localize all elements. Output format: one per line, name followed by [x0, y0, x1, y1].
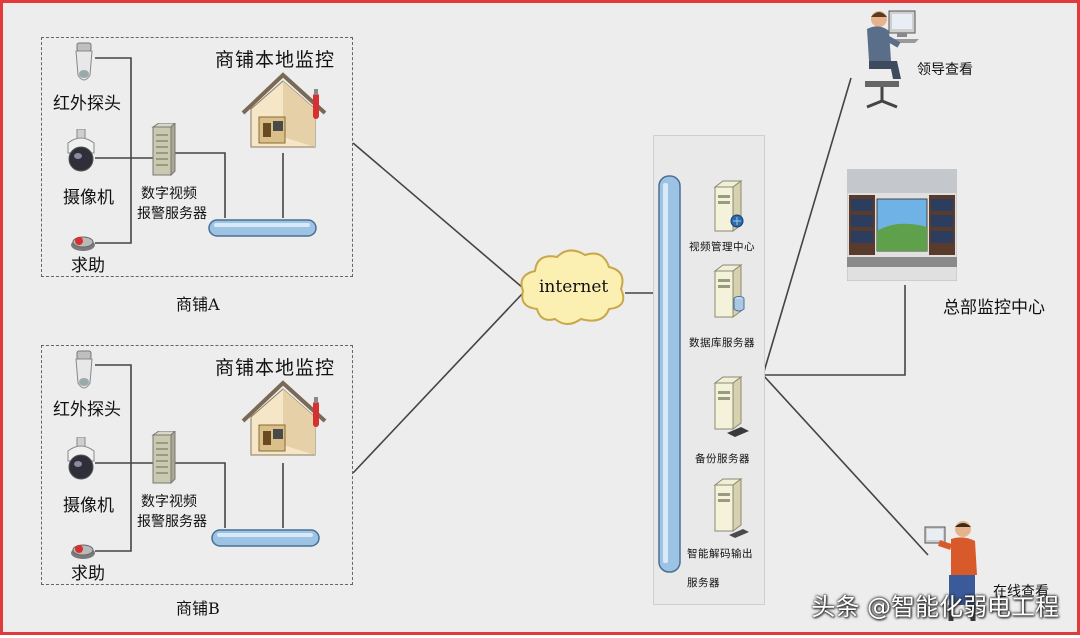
shop-a-house-icon — [241, 71, 327, 151]
mobile-viewer-person-icon — [921, 517, 985, 623]
decoder-server-icon — [711, 477, 751, 541]
center-backbone-bus-icon — [657, 175, 683, 575]
shop-b-infrared-sensor-icon — [71, 349, 97, 395]
internet-label: internet — [539, 277, 609, 297]
internet-cloud-icon — [515, 243, 629, 329]
shop-a-dvr-server-icon — [151, 123, 177, 177]
shop-b-house-icon — [241, 379, 327, 459]
video-mgmt-server-icon — [711, 179, 747, 233]
shop-a-title: 商铺本地监控 — [215, 49, 336, 71]
shop-b-infrared-label: 红外探头 — [53, 400, 121, 420]
shop-b-title: 商铺本地监控 — [215, 357, 336, 379]
watermark: 头条 @智能化弱电工程 — [811, 593, 1059, 621]
shop-a-camera-icon — [65, 129, 97, 175]
database-server-icon — [711, 263, 747, 321]
shop-a-server-label-1: 数字视频 — [141, 186, 197, 202]
shop-b-zone — [41, 345, 353, 585]
database-label: 数据库服务器 — [689, 337, 755, 349]
backup-server-icon — [711, 375, 751, 441]
shop-b-local-bus-icon — [211, 527, 321, 549]
leader-person-at-computer-icon — [855, 7, 925, 111]
shop-a-infrared-sensor-icon — [71, 41, 97, 87]
online-view-label: 在线查看 — [993, 584, 1049, 600]
shop-a-server-label-2: 报警服务器 — [137, 206, 207, 222]
shop-b-help-label: 求助 — [71, 564, 105, 584]
video-mgmt-label: 视频管理中心 — [689, 241, 755, 253]
shop-a-infrared-label: 红外探头 — [53, 94, 121, 114]
decoder-label-2: 服务器 — [687, 577, 720, 589]
shop-a-zone — [41, 37, 353, 277]
hq-video-wall-icon — [847, 169, 957, 281]
shop-b-name: 商铺B — [176, 599, 220, 618]
shop-a-camera-label: 摄像机 — [63, 188, 114, 208]
shop-b-server-label-2: 报警服务器 — [137, 514, 207, 530]
decoder-label-1: 智能解码输出 — [687, 548, 753, 560]
shop-a-local-bus-icon — [208, 217, 318, 239]
shop-b-help-button-icon — [69, 539, 97, 561]
shop-b-camera-icon — [65, 437, 97, 483]
leader-view-label: 领导查看 — [917, 62, 973, 78]
shop-a-help-button-icon — [69, 231, 97, 253]
shop-a-help-label: 求助 — [71, 256, 105, 276]
shop-b-server-label-1: 数字视频 — [141, 494, 197, 510]
shop-b-dvr-server-icon — [151, 431, 177, 485]
shop-a-name: 商铺A — [176, 295, 220, 314]
backup-label: 备份服务器 — [695, 453, 750, 465]
shop-b-camera-label: 摄像机 — [63, 496, 114, 516]
hq-monitoring-label: 总部监控中心 — [943, 298, 1045, 318]
